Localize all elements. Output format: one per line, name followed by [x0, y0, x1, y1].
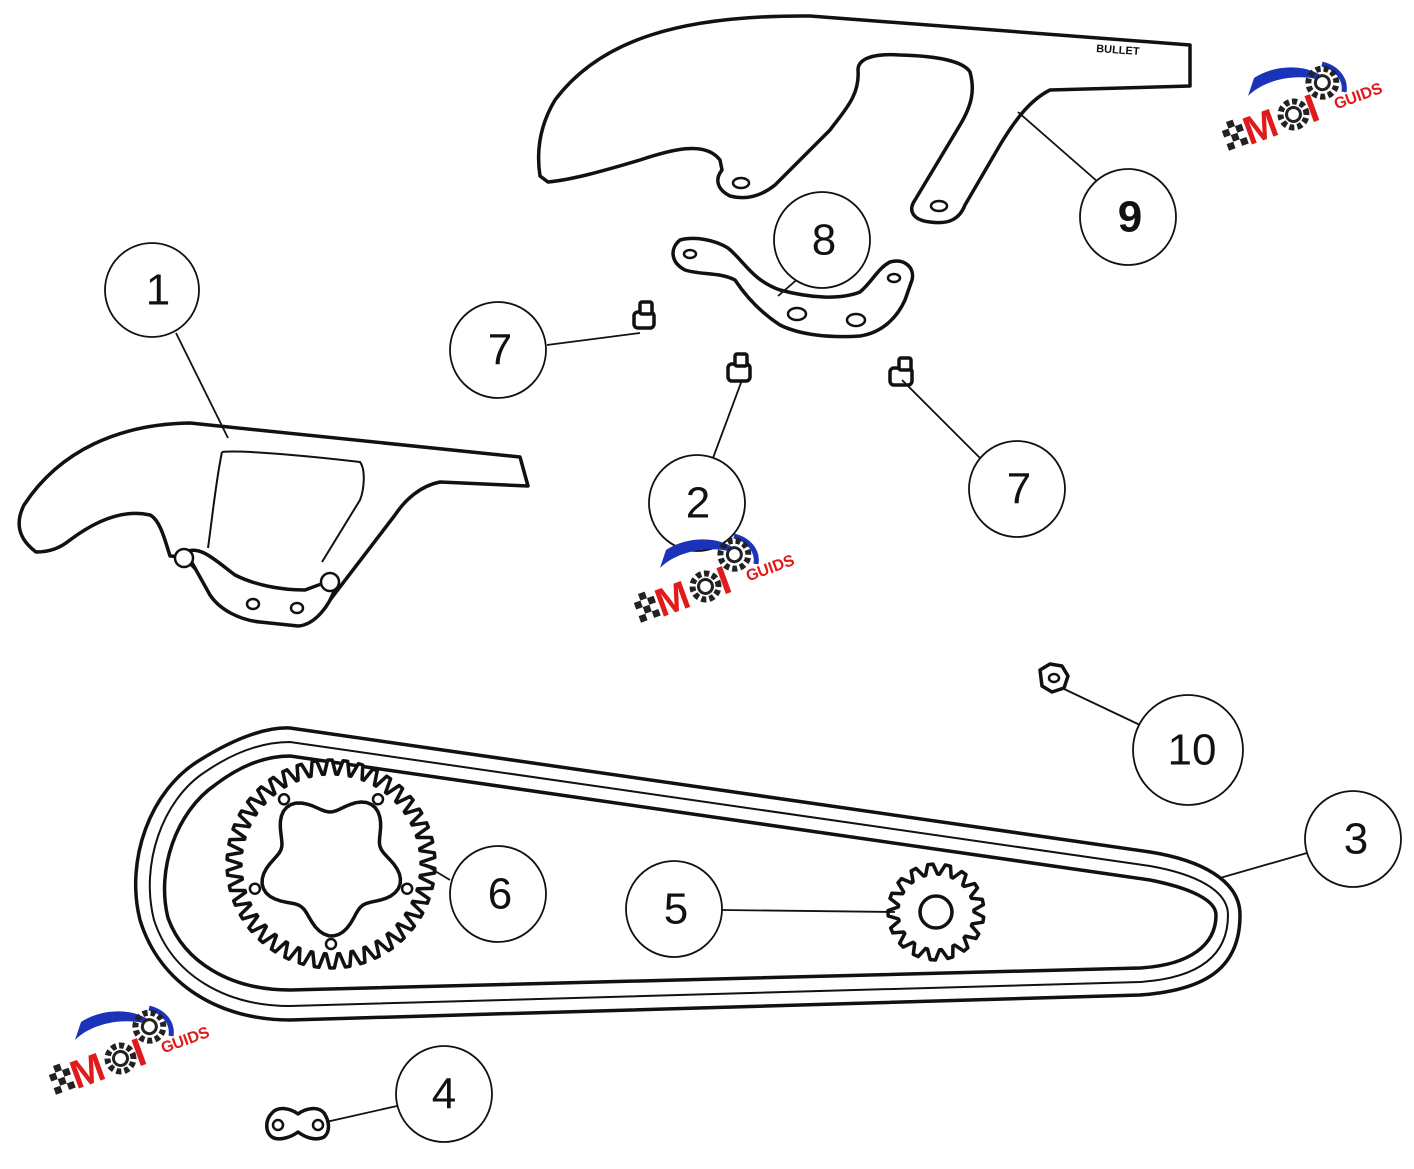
sprocket-bolt-hole: [371, 793, 385, 806]
guard-bracket: [671, 236, 915, 339]
chain-master-link: [265, 1106, 331, 1141]
callout-label: 10: [1168, 726, 1217, 775]
callout-label: 7: [1007, 465, 1031, 514]
chain-guard-alt: [17, 421, 530, 628]
callout-5: 5: [625, 860, 723, 958]
callout-1: 1: [104, 242, 200, 338]
leader-lines: [175, 111, 1308, 1123]
callout-4: 4: [395, 1045, 493, 1143]
callout-label: 5: [664, 885, 688, 934]
callout-label: 9: [1118, 193, 1142, 242]
callout-label: 4: [432, 1070, 456, 1119]
callout-label: 8: [812, 216, 836, 265]
sprocket-bolt-hole: [248, 882, 262, 895]
sprocket-bolt-hole: [277, 793, 291, 806]
bolt-right: [888, 356, 914, 387]
callout-label: 2: [686, 479, 710, 528]
callout-3: 3: [1304, 790, 1402, 888]
guard-marking: BULLET: [1096, 43, 1140, 58]
callout-10: 10: [1132, 694, 1244, 806]
bolt-left: [632, 300, 656, 330]
rear-sprocket: [225, 758, 437, 970]
bolt-center: [726, 352, 752, 383]
sprocket-bolt-hole: [400, 882, 414, 895]
watermark-logo: [1213, 51, 1388, 161]
callout-8: 8: [773, 191, 871, 289]
front-sprocket: [886, 862, 986, 962]
nut: [1038, 662, 1070, 694]
chain-guard-main: BULLET: [536, 14, 1192, 225]
callout-label: 1: [146, 266, 170, 315]
callout-9: 9: [1079, 168, 1177, 266]
callout-label: 7: [488, 326, 512, 375]
watermark-logo: [40, 995, 215, 1105]
callout-2: 2: [648, 454, 746, 552]
callout-6: 6: [449, 845, 547, 943]
callout-7-left: 7: [449, 301, 547, 399]
callout-label: 3: [1344, 815, 1368, 864]
callout-label: 6: [488, 870, 512, 919]
front-sprocket-bore: [918, 894, 954, 930]
rear-sprocket-hub-cutout: [260, 800, 403, 938]
sprocket-bolt-hole: [324, 937, 338, 951]
callout-7-right: 7: [968, 440, 1066, 538]
